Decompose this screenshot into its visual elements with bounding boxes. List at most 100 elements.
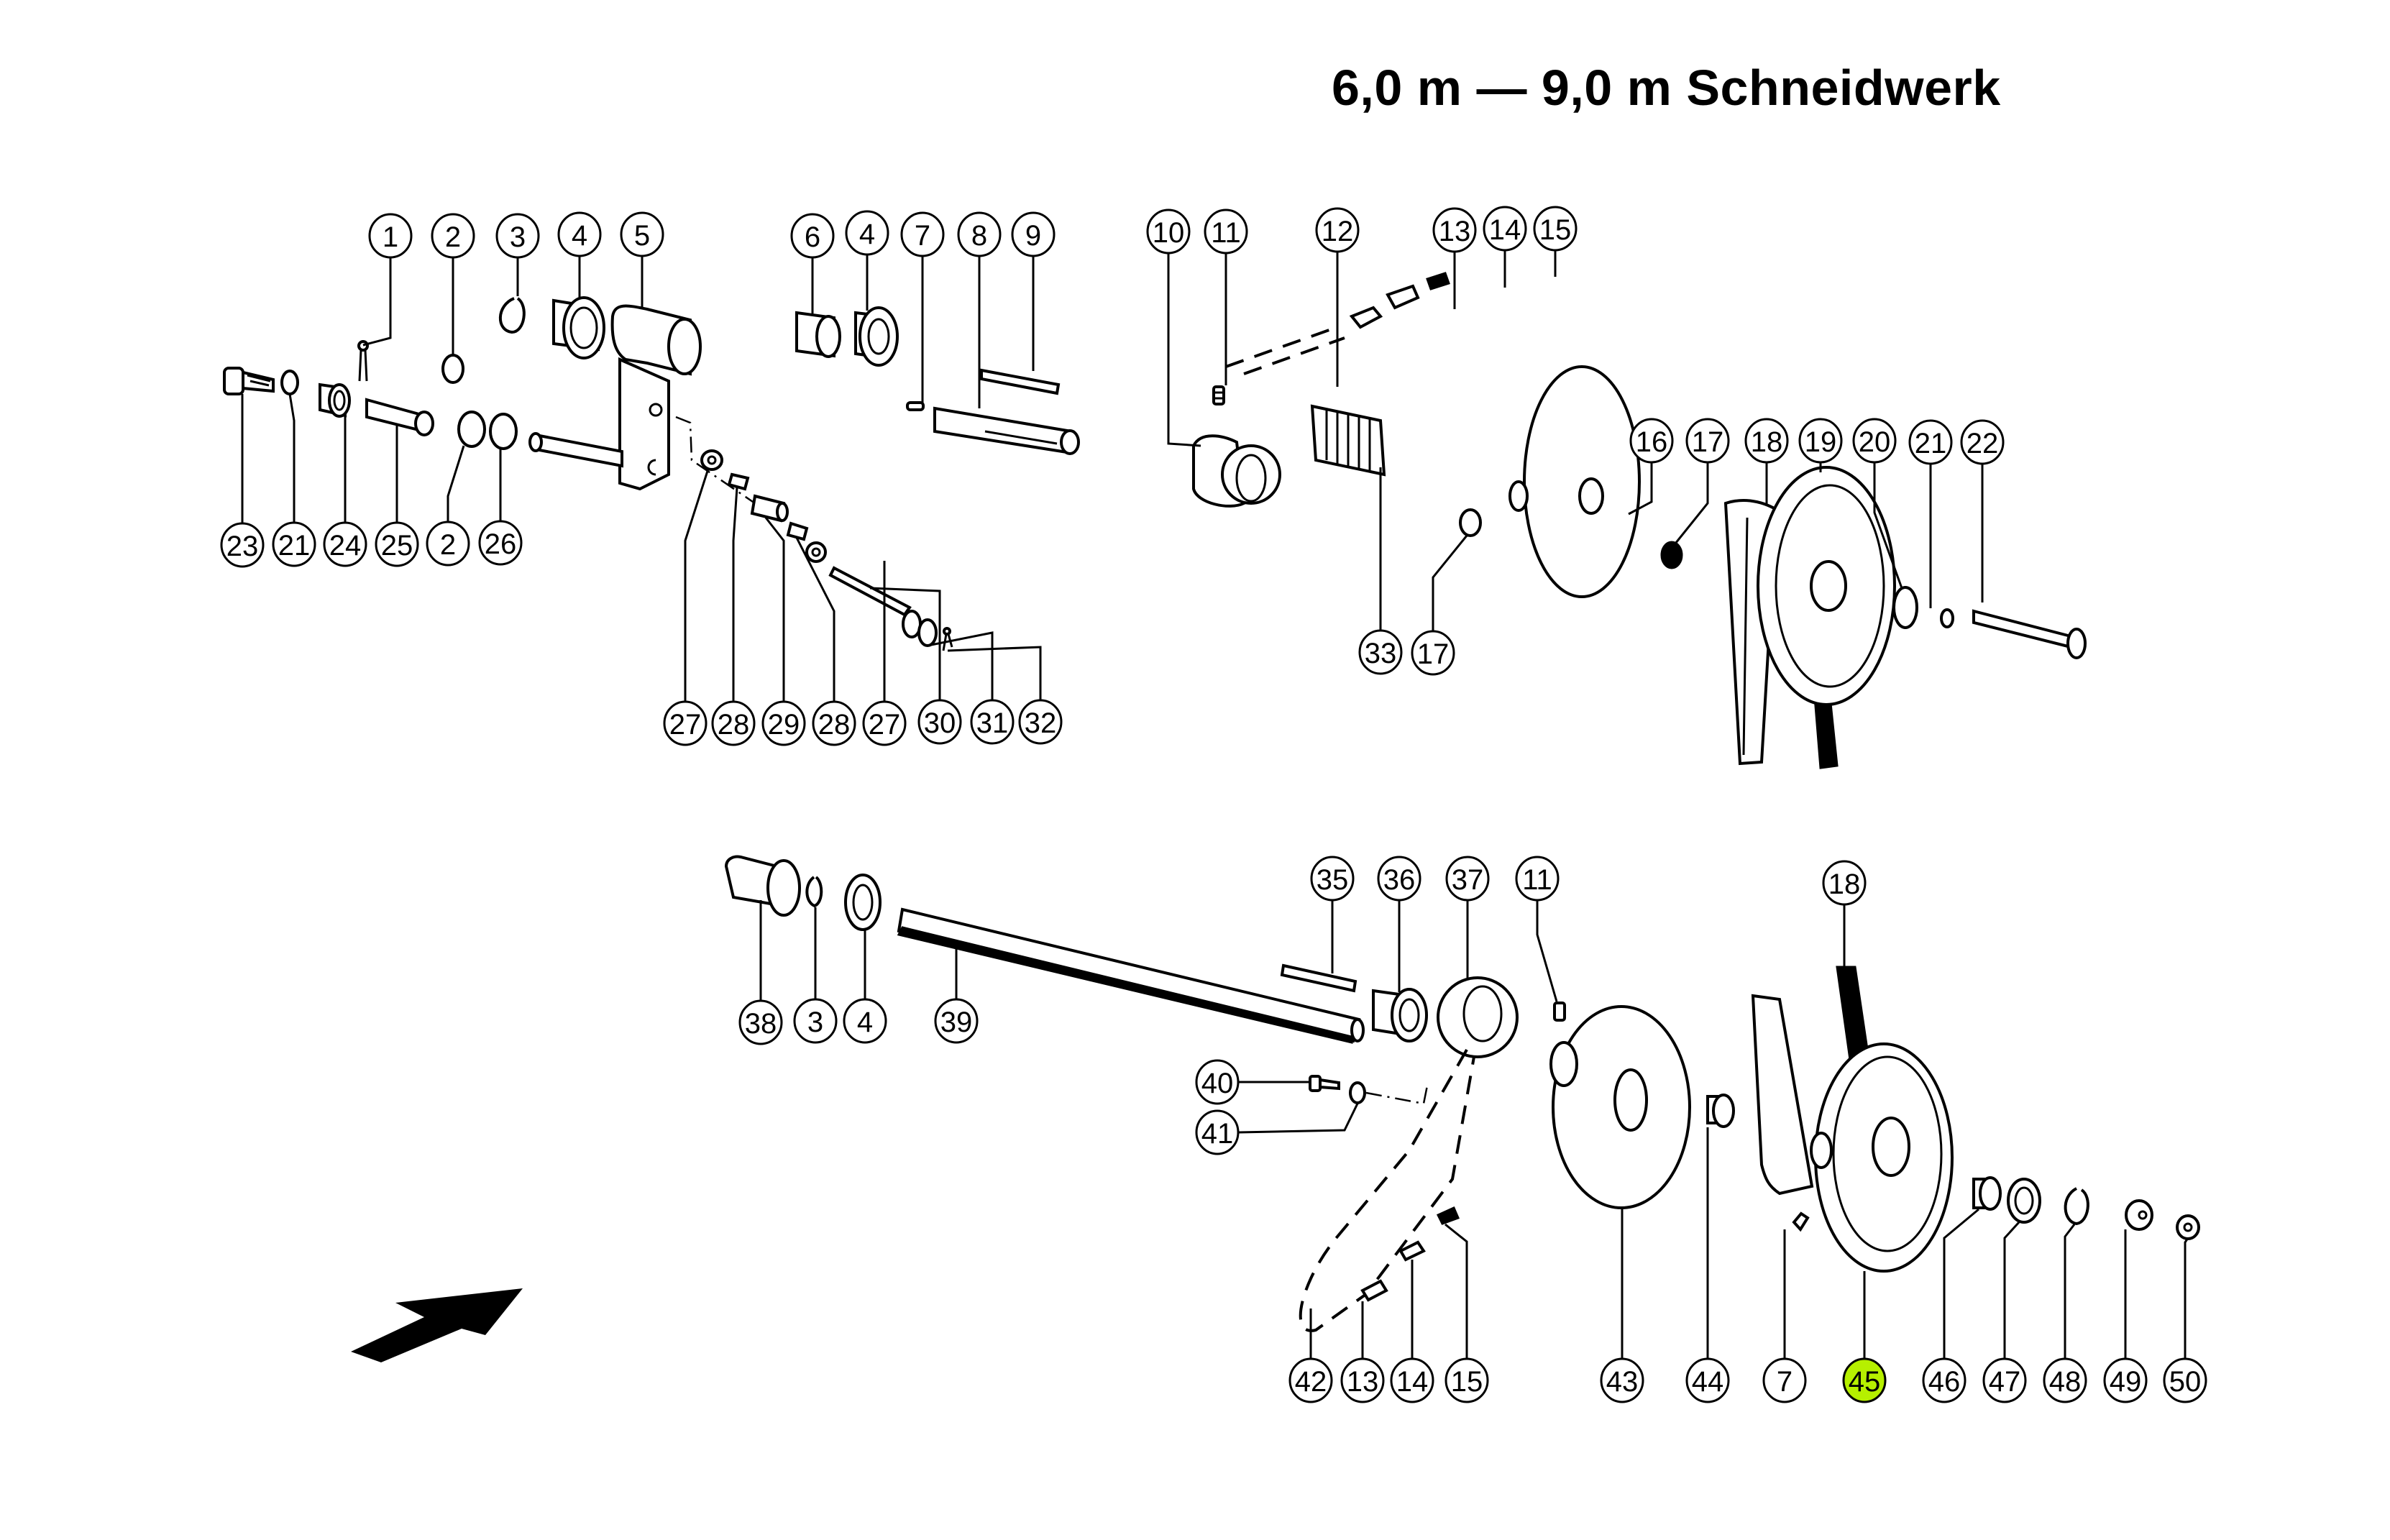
- callout-part-12[interactable]: 12: [1315, 207, 1360, 253]
- callout-label[interactable]: 22: [1967, 428, 1999, 459]
- callout-circle[interactable]: [1744, 418, 1789, 464]
- callout-part-6[interactable]: 6: [790, 213, 835, 259]
- part-11-set-screw-b[interactable]: [1553, 1002, 1566, 1022]
- part-30-rod[interactable]: [828, 566, 922, 638]
- callout-circle[interactable]: [495, 213, 540, 259]
- callout-circle[interactable]: [272, 521, 316, 567]
- callout-label[interactable]: 4: [857, 1007, 873, 1038]
- callout-circle[interactable]: [1204, 208, 1248, 255]
- callout-circle[interactable]: [1310, 856, 1355, 902]
- callout-circle[interactable]: [323, 521, 367, 567]
- callout-label[interactable]: 14: [1396, 1366, 1429, 1398]
- callout-label[interactable]: 24: [329, 530, 362, 562]
- callout-part-25[interactable]: 25: [375, 521, 419, 567]
- callout-circle[interactable]: [431, 213, 475, 259]
- callout-part-8[interactable]: 8: [957, 211, 1002, 257]
- callout-label[interactable]: 6: [805, 221, 820, 253]
- callout-label[interactable]: 29: [768, 709, 800, 741]
- callout-label[interactable]: 23: [226, 531, 259, 562]
- callout-circle[interactable]: [220, 522, 265, 568]
- part-27-nut-b[interactable]: [805, 541, 827, 563]
- part-39-shaft[interactable]: [897, 907, 1365, 1044]
- part-25-pin[interactable]: [365, 398, 434, 436]
- callout-part-36[interactable]: 36: [1377, 856, 1421, 902]
- callout-circle[interactable]: [761, 700, 806, 746]
- callout-label[interactable]: 3: [510, 221, 526, 253]
- callout-circle[interactable]: [1798, 418, 1843, 464]
- callout-circle[interactable]: [1390, 1357, 1434, 1403]
- part-13-chain-link[interactable]: [1349, 306, 1383, 329]
- callout-label[interactable]: 26: [485, 528, 517, 560]
- callout-part-4[interactable]: 4: [845, 210, 889, 256]
- callout-circle[interactable]: [1358, 629, 1403, 675]
- callout-circle[interactable]: [738, 999, 783, 1045]
- part-3-circlip-b[interactable]: [805, 876, 823, 908]
- callout-circle[interactable]: [557, 211, 602, 257]
- callout-circle[interactable]: [1315, 207, 1360, 253]
- callout-label[interactable]: 27: [669, 709, 702, 741]
- callout-label[interactable]: 1: [383, 221, 398, 253]
- callout-part-18[interactable]: 18: [1744, 418, 1789, 464]
- callout-part-44[interactable]: 44: [1685, 1357, 1730, 1403]
- callout-label[interactable]: 17: [1692, 426, 1724, 458]
- callout-circle[interactable]: [426, 521, 470, 567]
- callout-circle[interactable]: [970, 699, 1015, 745]
- callout-part-17[interactable]: 17: [1685, 418, 1730, 464]
- callout-part-50[interactable]: 50: [2163, 1357, 2207, 1403]
- callout-circle[interactable]: [711, 700, 756, 746]
- part-49-nut[interactable]: [2125, 1199, 2153, 1231]
- callout-label[interactable]: 3: [807, 1007, 823, 1038]
- callout-label[interactable]: 7: [915, 220, 930, 252]
- part-26-washer[interactable]: [489, 413, 518, 450]
- callout-part-14[interactable]: 14: [1390, 1357, 1434, 1403]
- callout-label[interactable]: 43: [1606, 1366, 1639, 1398]
- callout-circle[interactable]: [1600, 1357, 1644, 1403]
- callout-circle[interactable]: [934, 998, 979, 1044]
- part-40-bolt[interactable]: [1309, 1075, 1340, 1092]
- part-17-nut-b[interactable]: [1660, 541, 1683, 569]
- callout-circle[interactable]: [1340, 1357, 1385, 1403]
- callout-label[interactable]: 18: [1751, 426, 1783, 458]
- callout-label[interactable]: 2: [445, 221, 461, 253]
- part-45-pulley-half[interactable]: [1810, 1042, 1954, 1273]
- callout-part-23[interactable]: 23: [220, 522, 265, 568]
- callout-circle[interactable]: [1842, 1357, 1887, 1403]
- part-14-chain-link[interactable]: [1386, 284, 1420, 310]
- callout-circle[interactable]: [1960, 419, 2005, 465]
- callout-label[interactable]: 31: [976, 707, 1009, 739]
- callout-circle[interactable]: [1195, 1109, 1240, 1155]
- callout-part-27[interactable]: 27: [663, 700, 708, 746]
- callout-part-28[interactable]: 28: [812, 700, 856, 746]
- part-23-bolt[interactable]: [223, 367, 275, 395]
- part-29-bolt-sleeve[interactable]: [750, 494, 789, 523]
- callout-part-43[interactable]: 43: [1600, 1357, 1644, 1403]
- part-7-grease-nipple[interactable]: [906, 401, 925, 411]
- callout-label[interactable]: 33: [1365, 638, 1397, 669]
- part-35-key[interactable]: [1280, 963, 1357, 993]
- callout-part-15[interactable]: 15: [1444, 1357, 1489, 1403]
- callout-part-21[interactable]: 21: [1908, 419, 1953, 465]
- callout-part-3[interactable]: 3: [793, 998, 838, 1044]
- callout-part-16[interactable]: 16: [1629, 418, 1674, 464]
- callout-part-35[interactable]: 35: [1310, 856, 1355, 902]
- callout-part-11[interactable]: 11: [1204, 208, 1248, 255]
- callout-part-28[interactable]: 28: [711, 700, 756, 746]
- callout-circle[interactable]: [1822, 860, 1867, 906]
- part-50-nut[interactable]: [2176, 1214, 2200, 1240]
- part-43-pulley-half[interactable]: [1549, 1005, 1691, 1209]
- callout-part-17[interactable]: 17: [1411, 630, 1455, 676]
- callout-circle[interactable]: [1685, 1357, 1730, 1403]
- part-4-bearing-c[interactable]: [844, 874, 882, 931]
- callout-label[interactable]: 20: [1859, 426, 1891, 458]
- callout-circle[interactable]: [375, 521, 419, 567]
- callout-part-40[interactable]: 40: [1195, 1059, 1240, 1105]
- part-11-set-screw[interactable]: [1212, 385, 1225, 405]
- part-6-bushing[interactable]: [795, 311, 841, 358]
- callout-circle[interactable]: [2163, 1357, 2207, 1403]
- callout-label[interactable]: 12: [1322, 216, 1354, 247]
- callout-circle[interactable]: [900, 211, 945, 257]
- callout-part-11[interactable]: 11: [1515, 856, 1560, 902]
- callout-label[interactable]: 28: [718, 709, 750, 741]
- part-32-cotter-pin[interactable]: [942, 627, 953, 651]
- part-12-chain[interactable]: [1225, 326, 1345, 375]
